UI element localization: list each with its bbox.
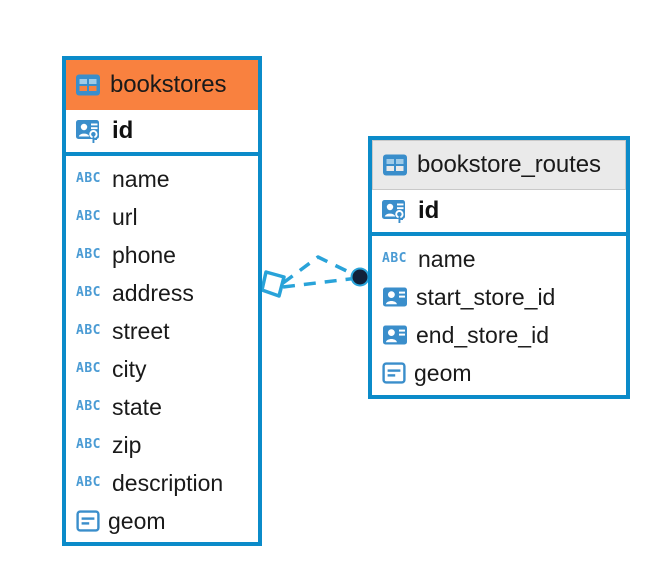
relationship-line-lower <box>282 276 359 289</box>
field-row-end-store-id[interactable]: end_store_id <box>372 316 626 354</box>
entity-header-bookstore-routes[interactable]: bookstore_routes <box>372 140 626 190</box>
abc-text-icon: ABC <box>76 285 101 300</box>
primary-key-label-bookstores: id <box>112 117 134 144</box>
field-label-start-store-id: start_store_id <box>416 283 556 310</box>
abc-text-icon: ABC <box>76 171 101 186</box>
primary-key-label-bookstore-routes: id <box>418 197 440 224</box>
field-row-state[interactable]: ABC state <box>66 388 258 426</box>
foreign-key-icon <box>382 284 408 310</box>
field-list-bookstore-routes: ABC name start_store_id <box>372 236 626 394</box>
entity-title-bookstores: bookstores <box>110 71 227 98</box>
diamond-outline-icon <box>260 270 286 298</box>
entity-table-bookstores[interactable]: bookstores id ABC name <box>62 56 262 546</box>
filled-circle-ring-icon <box>350 267 370 287</box>
primary-key-icon <box>75 117 103 145</box>
field-label-end-store-id: end_store_id <box>416 321 549 348</box>
entity-table-bookstore-routes[interactable]: bookstore_routes id ABC name <box>368 136 630 399</box>
field-row-phone[interactable]: ABC phone <box>66 236 258 274</box>
field-row-city[interactable]: ABC city <box>66 350 258 388</box>
abc-text-icon: ABC <box>76 437 101 452</box>
relationship-lines <box>281 255 359 289</box>
field-row-geom[interactable]: geom <box>372 354 626 392</box>
field-label-geom: geom <box>414 359 472 386</box>
abc-text-icon: ABC <box>76 323 101 338</box>
filled-circle-icon <box>352 269 368 285</box>
abc-text-icon: ABC <box>76 399 101 414</box>
field-label-zip: zip <box>112 431 142 458</box>
field-label-geom: geom <box>108 507 166 534</box>
primary-key-icon <box>381 197 409 225</box>
field-label-name: name <box>418 245 476 272</box>
entity-header-bookstores[interactable]: bookstores <box>66 60 258 110</box>
field-label-city: city <box>112 355 147 382</box>
field-row-address[interactable]: ABC address <box>66 274 258 312</box>
entity-title-bookstore-routes: bookstore_routes <box>417 151 601 178</box>
abc-text-icon: ABC <box>76 475 101 490</box>
geometry-icon <box>76 509 100 533</box>
abc-text-icon: ABC <box>382 251 407 266</box>
table-grid-icon <box>75 73 101 97</box>
field-label-description: description <box>112 469 224 496</box>
relationship-target-marker <box>350 267 370 287</box>
abc-text-icon: ABC <box>76 361 101 376</box>
abc-text-icon: ABC <box>76 209 101 224</box>
field-row-street[interactable]: ABC street <box>66 312 258 350</box>
field-label-phone: phone <box>112 241 176 268</box>
relationship-line-upper <box>281 255 358 285</box>
field-row-zip[interactable]: ABC zip <box>66 426 258 464</box>
field-row-name[interactable]: ABC name <box>372 240 626 278</box>
geometry-icon <box>382 361 406 385</box>
field-row-url[interactable]: ABC url <box>66 198 258 236</box>
relationship-source-marker <box>260 270 286 298</box>
field-label-street: street <box>112 317 170 344</box>
field-row-start-store-id[interactable]: start_store_id <box>372 278 626 316</box>
field-row-name[interactable]: ABC name <box>66 160 258 198</box>
field-label-state: state <box>112 393 162 420</box>
table-grid-icon <box>382 153 408 177</box>
field-label-address: address <box>112 279 194 306</box>
field-label-name: name <box>112 165 170 192</box>
primary-key-row-bookstore-routes[interactable]: id <box>372 190 626 236</box>
field-label-url: url <box>112 203 138 230</box>
foreign-key-icon <box>382 322 408 348</box>
field-row-description[interactable]: ABC description <box>66 464 258 502</box>
primary-key-row-bookstores[interactable]: id <box>66 110 258 156</box>
abc-text-icon: ABC <box>76 247 101 262</box>
field-row-geom[interactable]: geom <box>66 502 258 540</box>
field-list-bookstores: ABC name ABC url ABC phone ABC address A… <box>66 156 258 542</box>
